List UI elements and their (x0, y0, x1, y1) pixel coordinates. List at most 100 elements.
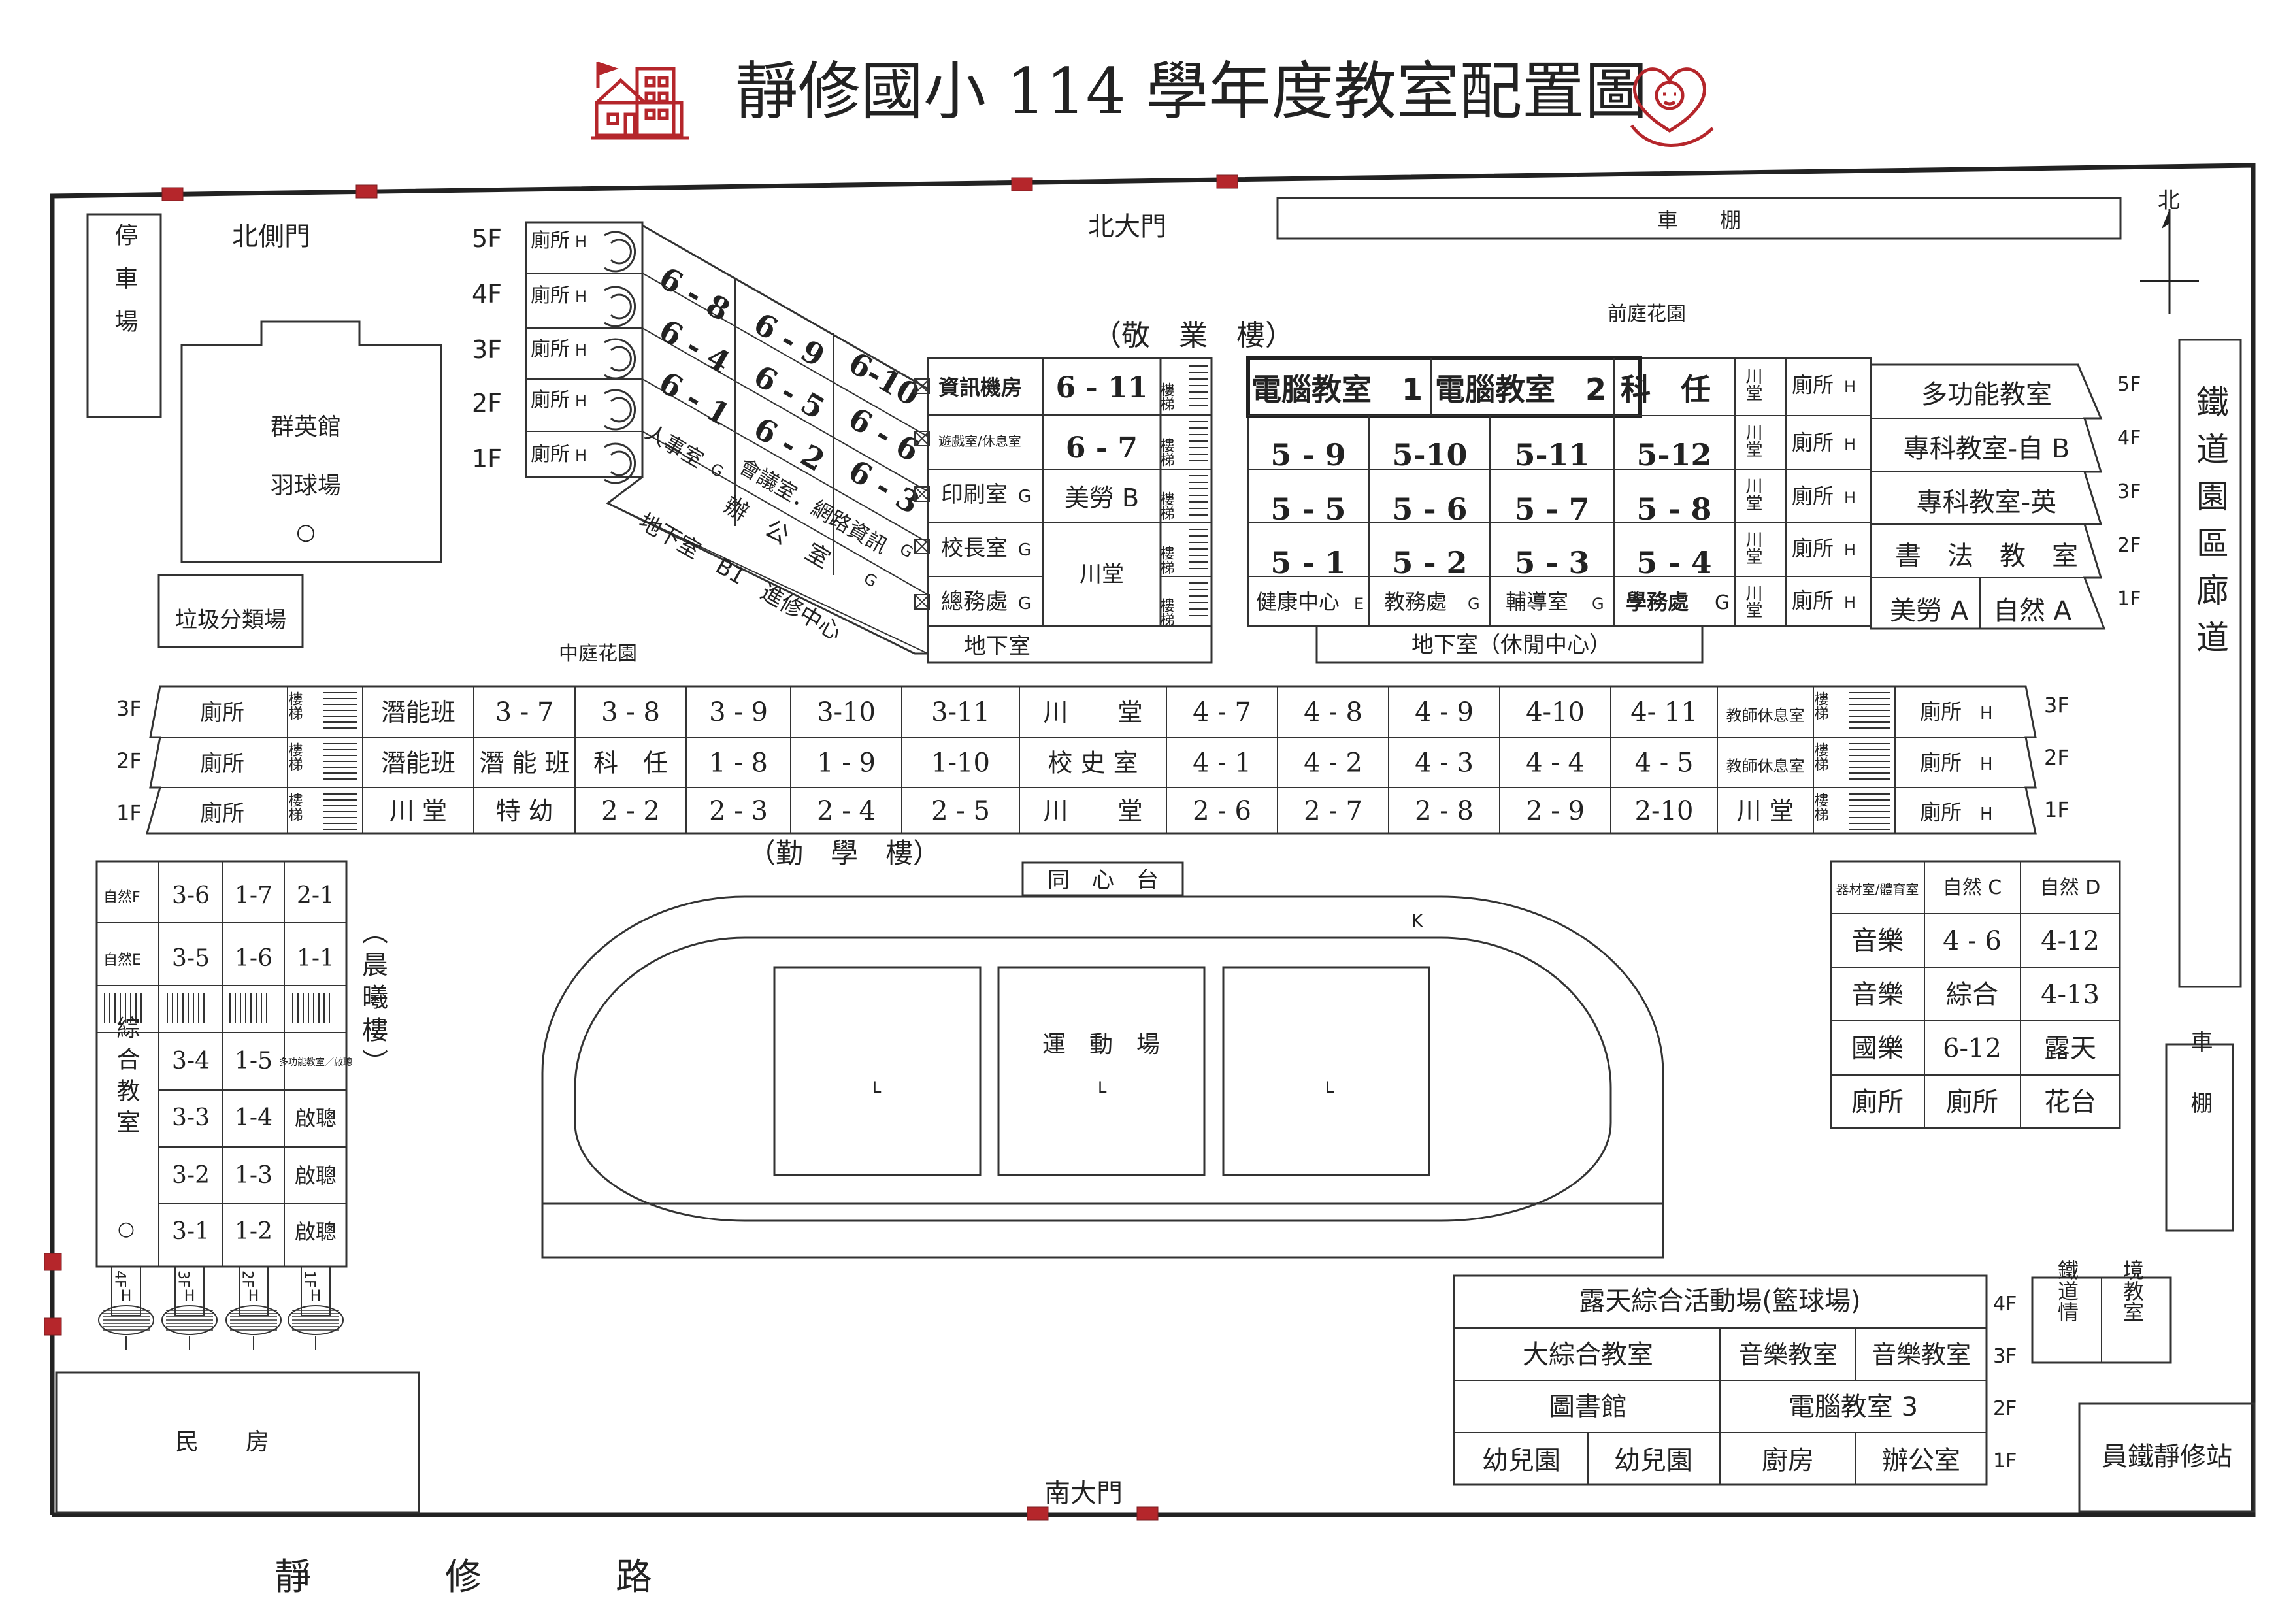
room-science-b: 專科教室-自 B (1904, 434, 2070, 464)
bottom-block: 露天綜合活動場(籃球場) 大綜合教室 音樂教室 音樂教室 圖書館 電腦教室 3 … (1453, 1259, 2172, 1486)
room-hearing-2f: 啟聰 (295, 1163, 337, 1188)
room-1-5: 1-5 (235, 1048, 272, 1074)
qinxue-room: 2 - 4 (817, 796, 876, 826)
qinxue-room: 3 - 7 (495, 697, 554, 727)
car-shed-right-label: 車棚 (2186, 1030, 2213, 1153)
qinxue-room: 2 - 7 (1304, 796, 1362, 826)
room-3-2: 3-2 (172, 1162, 210, 1189)
svg-text:1F: 1F (472, 444, 502, 473)
room-1-1: 1-1 (297, 945, 335, 972)
svg-text:4F: 4F (1993, 1293, 2017, 1316)
svg-text:地下室（休閒中心）: 地下室（休閒中心） (1411, 632, 1611, 658)
room-hearing-multi: 多功能教室／啟聰 (279, 1057, 352, 1068)
svg-text:○: ○ (118, 1218, 135, 1240)
room-academic: 教務處 (1384, 589, 1447, 614)
svg-text:廁所: 廁所 (1792, 484, 1834, 508)
qinxue-room: 2 - 9 (1526, 796, 1585, 826)
qinxue-room: 2 - 3 (709, 796, 768, 826)
room-5-9: 5 - 9 (1270, 437, 1345, 472)
north-gate-label: 北大門 (1088, 212, 1166, 242)
room-multi-function: 多功能教室 (1921, 380, 2052, 410)
right-block-cell: 綜合 (1946, 980, 1998, 1010)
right-block-cell: 音樂 (1851, 980, 1904, 1010)
svg-text:廁所: 廁所 (1792, 588, 1834, 613)
qinxue-building: 3F 2F 1F 3F 2F 1F 廁所 廁所 廁所 樓梯樓梯樓梯樓梯樓梯樓梯 … (116, 685, 2070, 869)
room-kitchen: 廚房 (1762, 1446, 1814, 1476)
station-area (2078, 1402, 2256, 1513)
qinxue-room: 校 史 室 (1048, 749, 1138, 778)
jingye-toilet-1f: 廁所 (531, 443, 570, 466)
parking-area (86, 213, 162, 418)
jingye-toilet-4f: 廁所 (531, 284, 570, 307)
svg-text:G: G (1468, 595, 1480, 613)
title-block: 靜修國小 114 學年度教室配置圖 (591, 55, 1714, 147)
svg-text:H: H (1844, 435, 1856, 454)
svg-text:廁所: 廁所 (1792, 373, 1834, 397)
svg-text:4F: 4F (2117, 427, 2141, 450)
room-6-6: 6 - 6 (843, 401, 926, 469)
svg-text:4F: 4F (112, 1270, 128, 1288)
room-5-5: 5 - 5 (1270, 491, 1345, 527)
room-6-10: 6-10 (843, 345, 926, 413)
room-science-f: 自然F (103, 889, 140, 906)
room-large-multi: 大綜合教室 (1523, 1340, 1653, 1370)
qinxue-room: 1 - 8 (709, 748, 768, 778)
room-6-9: 6 - 9 (748, 306, 831, 374)
stair-icon: 樓梯 樓梯 樓梯 樓梯 樓梯 (1158, 382, 1175, 627)
north-arrow-icon: 北 (2140, 188, 2199, 314)
svg-text:川堂: 川堂 (1743, 423, 1762, 457)
qinxue-room: 川 堂 (389, 797, 447, 825)
jingye-toilet-2f: 廁所 (531, 389, 570, 412)
room-library: 圖書館 (1549, 1392, 1627, 1422)
gym-mark: ○ (296, 519, 316, 545)
chenxi-stair-tower: 4FH (98, 1266, 154, 1350)
room-calligraphy: 書 法 教 室 (1895, 541, 2078, 571)
jingye-toilet-5f: 廁所 (531, 229, 570, 252)
basement-right (1315, 625, 1704, 664)
room-art-b: 美勞 B (1064, 484, 1139, 512)
qinxue-room: 1-10 (931, 748, 990, 778)
qinxue-room: 教師休息室 (1726, 706, 1805, 725)
north-side-gate-label: 北側門 (232, 222, 310, 252)
right-block-cell: 自然 C (1943, 876, 2002, 899)
room-5-1: 5 - 1 (1270, 545, 1345, 580)
qinxue-toilet-3f: 廁所 (200, 700, 244, 726)
svg-text:H: H (1844, 593, 1856, 612)
qinxue-room: 4 - 3 (1415, 748, 1474, 778)
room-hearing-1f: 啟聰 (295, 1219, 337, 1244)
room-play: 遊戲室/休息室 (938, 433, 1021, 449)
qinxue-room: 4 - 4 (1526, 748, 1585, 778)
stair-label: 樓梯 (286, 691, 303, 720)
qinxue-room: 特 幼 (495, 797, 553, 825)
room-music-2: 音樂教室 (1872, 1340, 1971, 1369)
front-garden-label: 前庭花園 (1608, 303, 1686, 325)
svg-text:樓梯: 樓梯 (1158, 546, 1175, 574)
gym-building (180, 320, 442, 563)
railway-corridor (2178, 339, 2242, 988)
rail-room-b: 境教室 (2120, 1259, 2145, 1322)
svg-text:廁所: 廁所 (1920, 699, 1962, 724)
svg-text:樓梯: 樓梯 (1158, 491, 1175, 520)
qinxue-room: 4-10 (1526, 697, 1585, 727)
field-mark-k: K (1411, 912, 1423, 931)
right-block-cell: 4 - 6 (1943, 926, 2002, 956)
svg-text:H: H (575, 446, 587, 465)
qinxue-name: （勤 學 樓） (748, 837, 940, 869)
room-kindergarten-1: 幼兒園 (1482, 1446, 1560, 1476)
svg-text:H: H (248, 1288, 259, 1304)
qinxue-room: 3 - 9 (709, 697, 768, 727)
gym-sub: 羽球場 (271, 472, 341, 499)
qinxue-room: 川 堂 (1736, 797, 1794, 825)
room-6-5: 6 - 5 (748, 358, 831, 426)
room-5-6: 5 - 6 (1392, 491, 1467, 527)
stage-label: 同 心 台 (1048, 867, 1159, 893)
room-2-1: 2-1 (297, 882, 335, 909)
right-block-cell: 自然 D (2040, 876, 2101, 899)
field-name: 運 動 場 (1042, 1031, 1160, 1058)
qinxue-room: 2 - 8 (1415, 796, 1474, 826)
svg-text:5F: 5F (2117, 373, 2141, 396)
